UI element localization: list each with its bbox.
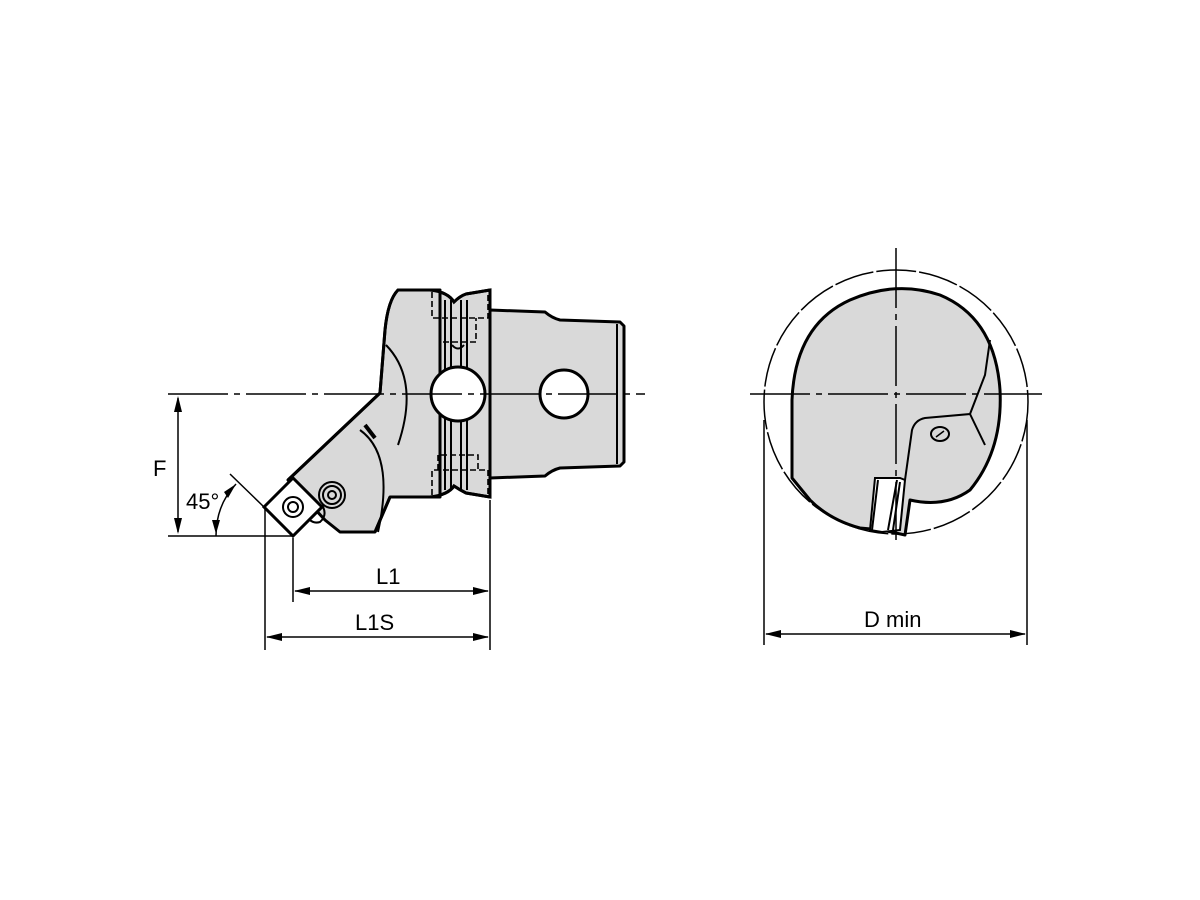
dim-label-F: F bbox=[153, 456, 166, 481]
dim-label-L1S: L1S bbox=[355, 610, 394, 635]
end-view: D min bbox=[750, 248, 1042, 645]
dim-label-angle: 45° bbox=[186, 489, 219, 514]
dim-label-D-min: D min bbox=[864, 607, 921, 632]
side-view: F 45° L1 L1S bbox=[153, 288, 645, 650]
insert bbox=[261, 475, 325, 539]
dim-label-L1: L1 bbox=[376, 564, 400, 589]
